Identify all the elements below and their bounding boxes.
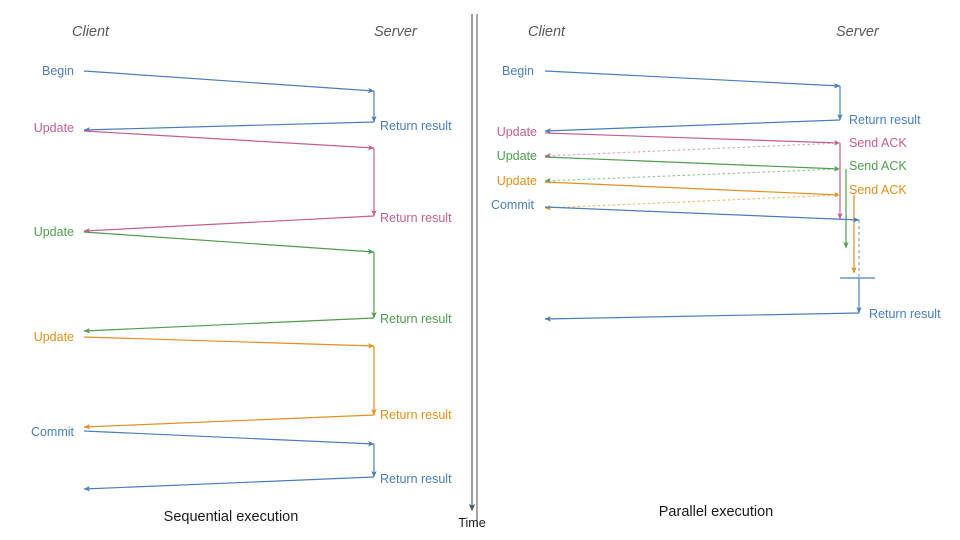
message-arrow-sequential-8 [83, 430, 375, 447]
message-label-sequential-6: Update [34, 330, 74, 344]
message-label-sequential-2: Update [34, 121, 74, 135]
message-arrow-parallel-4 [544, 156, 841, 172]
message-arrow-parallel-0 [544, 70, 841, 89]
message-arrow-parallel-5 [544, 168, 841, 184]
message-arrow-parallel-3 [544, 142, 841, 159]
message-label-parallel-9: Return result [869, 307, 941, 321]
message-label-sequential-7: Return result [380, 408, 452, 422]
message-label-sequential-3: Return result [380, 211, 452, 225]
message-arrow-sequential-5 [83, 317, 375, 334]
message-label-parallel-7: Send ACK [849, 183, 907, 197]
message-arrow-parallel-6 [544, 181, 841, 198]
message-arrow-parallel-8 [544, 206, 860, 223]
message-arrow-sequential-1 [83, 121, 375, 133]
message-label-sequential-9: Return result [380, 472, 452, 486]
message-label-sequential-4: Update [34, 225, 74, 239]
message-label-sequential-5: Return result [380, 312, 452, 326]
message-arrow-sequential-9 [83, 476, 375, 492]
time-axis-arrowhead [468, 504, 476, 511]
message-arrow-sequential-0 [83, 70, 375, 94]
message-arrow-parallel-2 [544, 132, 841, 146]
lane-header-server: Server [374, 24, 418, 40]
message-label-sequential-8: Commit [31, 425, 75, 439]
message-arrow-sequential-4 [83, 231, 375, 255]
message-label-parallel-2: Update [497, 125, 537, 139]
message-arrow-sequential-7 [83, 414, 375, 430]
message-label-parallel-5: Send ACK [849, 159, 907, 173]
panel-caption-sequential: Sequential execution [164, 509, 299, 525]
time-axis-label: Time [458, 516, 485, 530]
message-arrow-parallel-1 [544, 119, 841, 134]
message-label-parallel-1: Return result [849, 113, 921, 127]
message-label-parallel-0: Begin [502, 64, 534, 78]
lane-header-client: Client [72, 24, 110, 40]
message-arrow-sequential-6 [83, 336, 375, 349]
lane-header-server: Server [836, 24, 880, 40]
message-label-parallel-6: Update [497, 174, 537, 188]
message-arrow-parallel-9 [544, 312, 860, 322]
message-label-sequential-0: Begin [42, 64, 74, 78]
message-label-parallel-8: Commit [491, 198, 535, 212]
lane-header-client: Client [528, 24, 566, 40]
message-label-parallel-3: Send ACK [849, 136, 907, 150]
panel-caption-parallel: Parallel execution [659, 504, 773, 520]
message-arrow-sequential-3 [83, 215, 375, 234]
message-label-parallel-4: Update [497, 149, 537, 163]
message-label-sequential-1: Return result [380, 119, 452, 133]
message-arrow-sequential-2 [83, 130, 375, 151]
message-arrow-parallel-7 [544, 194, 841, 211]
